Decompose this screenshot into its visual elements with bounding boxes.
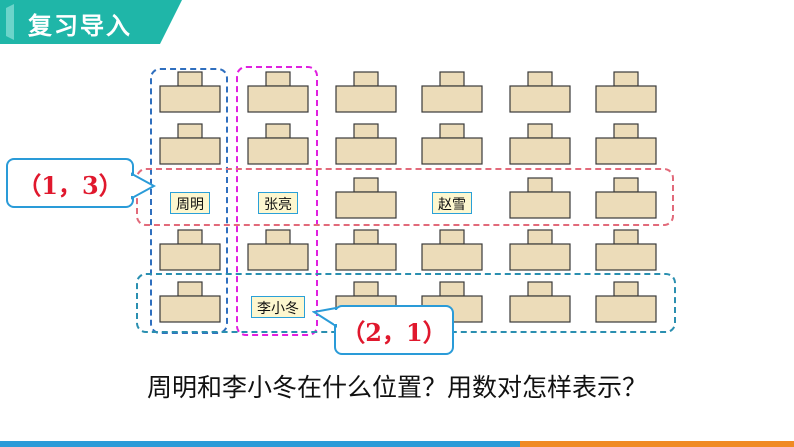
section-header: 复习导入 — [0, 0, 182, 44]
callout-zhou-ming-pair-text: （1，3） — [17, 170, 123, 200]
desk-drawing — [247, 71, 309, 113]
desk — [594, 70, 658, 116]
desk-drawing — [509, 71, 571, 113]
desk-drawing — [595, 123, 657, 165]
desk-drawing — [247, 229, 309, 271]
desk — [158, 122, 222, 168]
desk-drawing — [159, 229, 221, 271]
desk-with-name-card: 张亮 — [246, 176, 310, 222]
desk — [334, 176, 398, 222]
desk — [594, 176, 658, 222]
student-name-card: 赵雪 — [432, 192, 472, 214]
desk-drawing — [509, 229, 571, 271]
desk-drawing — [421, 123, 483, 165]
desk-drawing — [335, 71, 397, 113]
desk-drawing — [509, 281, 571, 323]
callout-zhou-ming-pair: （1，3） — [6, 158, 134, 208]
desk-drawing — [159, 281, 221, 323]
desk — [334, 70, 398, 116]
callout-zhou-ming-pointer — [130, 172, 156, 200]
row-3-dashed-box — [136, 168, 674, 226]
desk — [246, 228, 310, 274]
desk-drawing — [247, 123, 309, 165]
desk-with-name-card: 周明 — [158, 176, 222, 222]
desk-drawing — [595, 281, 657, 323]
desk — [594, 122, 658, 168]
desk-drawing — [159, 123, 221, 165]
desk — [420, 122, 484, 168]
student-name-card: 张亮 — [258, 192, 298, 214]
header-banner-shape — [0, 0, 182, 44]
desk-drawing — [335, 229, 397, 271]
desk — [420, 70, 484, 116]
desk — [158, 228, 222, 274]
desk-drawing — [421, 229, 483, 271]
desk — [508, 228, 572, 274]
callout-li-xiaodong-pair: （2，1） — [334, 305, 454, 355]
student-name-card: 李小冬 — [251, 296, 305, 318]
desk — [246, 122, 310, 168]
desk — [508, 176, 572, 222]
question-text: 周明和李小冬在什么位置？用数对怎样表示？ — [146, 373, 647, 402]
footer-bar-orange — [520, 441, 794, 447]
header-title: 复习导入 — [28, 12, 132, 40]
desk — [246, 70, 310, 116]
desk-drawing — [595, 71, 657, 113]
student-name-card: 周明 — [170, 192, 210, 214]
desk — [334, 122, 398, 168]
footer-bar-blue — [0, 441, 520, 447]
desk-drawing — [335, 123, 397, 165]
callout-li-xiaodong-pair-text: （2，1） — [341, 317, 447, 347]
desk-drawing — [509, 123, 571, 165]
desk-drawing — [421, 71, 483, 113]
desk — [594, 228, 658, 274]
desk-drawing — [335, 177, 397, 219]
desk-drawing — [159, 71, 221, 113]
desk-with-name-card: 赵雪 — [420, 176, 484, 222]
desk — [508, 122, 572, 168]
desk-with-name-card: 李小冬 — [246, 280, 310, 326]
column-2-dashed-box — [236, 66, 318, 336]
desk — [594, 280, 658, 326]
desk-drawing — [595, 229, 657, 271]
callout-li-xiaodong-pointer — [312, 306, 338, 328]
desk — [508, 280, 572, 326]
desk-drawing — [595, 177, 657, 219]
desk-drawing — [509, 177, 571, 219]
desk — [334, 228, 398, 274]
desk — [158, 70, 222, 116]
desk — [158, 280, 222, 326]
desk — [420, 228, 484, 274]
column-1-dashed-box — [150, 68, 228, 334]
desk — [508, 70, 572, 116]
